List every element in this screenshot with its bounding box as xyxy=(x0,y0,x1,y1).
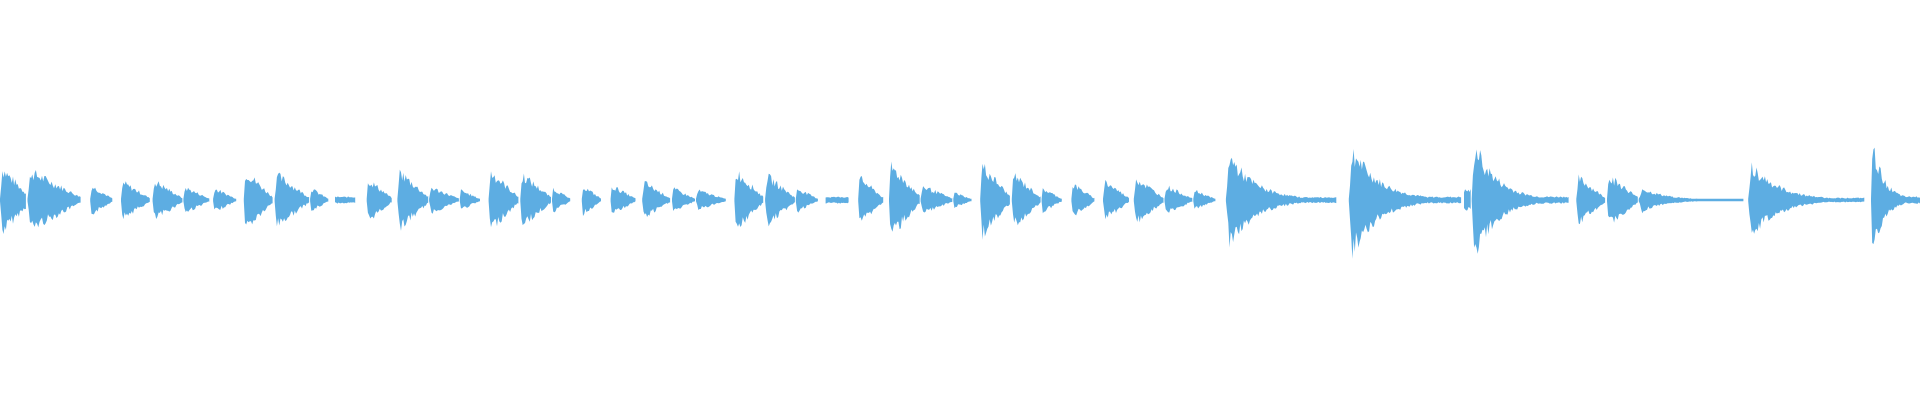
waveform-segment xyxy=(429,187,459,214)
waveform-segment xyxy=(366,182,392,219)
waveform-segment xyxy=(335,196,356,204)
waveform-segment xyxy=(980,163,1010,240)
waveform-segment xyxy=(1748,162,1865,234)
waveform-segment xyxy=(734,171,764,227)
waveform-segment xyxy=(243,177,273,225)
waveform-segment xyxy=(552,187,571,213)
waveform-segment xyxy=(642,181,671,217)
waveform-segment xyxy=(1164,185,1193,213)
waveform-segment xyxy=(1225,157,1337,248)
waveform-segment xyxy=(183,187,210,212)
waveform-segment xyxy=(795,189,818,213)
waveform-segment xyxy=(920,186,953,213)
waveform-segment xyxy=(1193,189,1216,209)
waveform-segment xyxy=(274,172,310,227)
waveform-segment xyxy=(90,187,113,215)
waveform-segment xyxy=(397,169,429,231)
waveform-segment xyxy=(1348,149,1462,259)
waveform-segment xyxy=(696,189,726,210)
waveform-segment xyxy=(1133,179,1164,223)
waveform-segment xyxy=(889,161,920,232)
waveform-segment xyxy=(672,187,695,211)
waveform-segment xyxy=(581,188,601,216)
waveform-segment xyxy=(858,176,884,221)
waveform-segment xyxy=(1041,188,1062,214)
waveform-segment xyxy=(0,171,26,234)
waveform-segment xyxy=(459,189,480,209)
waveform-segment xyxy=(213,189,237,210)
waveform-segment xyxy=(1607,177,1638,223)
waveform-segment xyxy=(520,173,551,226)
waveform-segment xyxy=(1464,189,1471,211)
waveform-segment xyxy=(1471,149,1569,254)
waveform-segment xyxy=(1638,189,1744,214)
waveform-segment xyxy=(1011,173,1041,226)
waveform-segment xyxy=(310,189,329,211)
waveform-segment xyxy=(953,192,972,209)
waveform-segment xyxy=(121,181,150,220)
waveform-segment xyxy=(1103,179,1129,220)
waveform-segment xyxy=(27,170,81,228)
waveform-segment xyxy=(488,171,519,228)
waveform-segment xyxy=(1871,147,1920,245)
waveform-segment xyxy=(1576,174,1606,225)
waveform-segment xyxy=(765,173,795,227)
waveform-segment xyxy=(152,181,183,219)
waveform-segment xyxy=(610,187,636,213)
waveform-segment xyxy=(1071,184,1095,216)
waveform-segment xyxy=(825,196,849,204)
